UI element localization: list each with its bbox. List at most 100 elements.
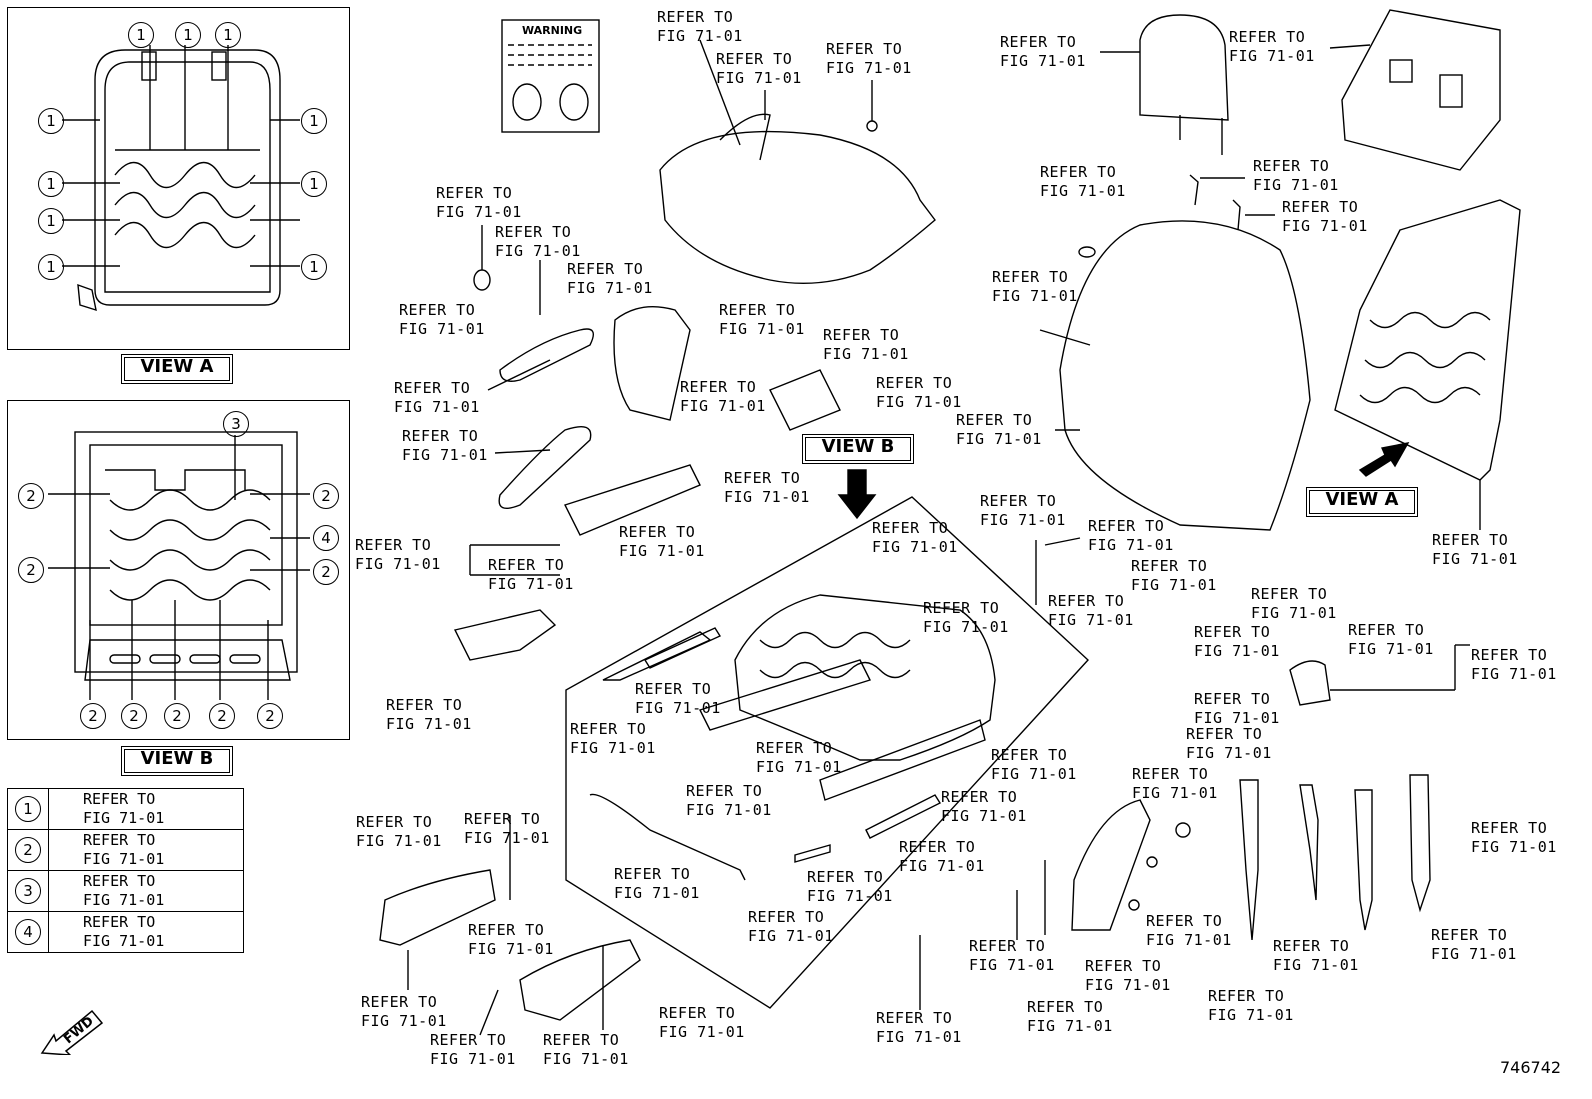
refer-label: REFER TO FIG 71-01 (719, 301, 805, 338)
refer-label: REFER TO FIG 71-01 (1431, 926, 1517, 963)
callout-1: 1 (38, 208, 64, 234)
refer-label: REFER TO FIG 71-01 (1251, 585, 1337, 622)
refer-label: REFER TO FIG 71-01 (1208, 987, 1294, 1024)
seat-track-assembly-outline (565, 496, 1089, 1009)
view-a-pointer-label: VIEW A (1306, 487, 1418, 517)
refer-label: REFER TO FIG 71-01 (436, 184, 522, 221)
refer-label: REFER TO FIG 71-01 (1348, 621, 1434, 658)
callout-2: 2 (18, 557, 44, 583)
callout-3: 3 (223, 411, 249, 437)
callout-2: 2 (18, 483, 44, 509)
fwd-arrow-icon: FWD (40, 1005, 110, 1055)
refer-label: REFER TO FIG 71-01 (1186, 725, 1272, 762)
callout-1: 1 (175, 22, 201, 48)
warning-label-sticker (501, 19, 600, 133)
refer-label: REFER TO FIG 71-01 (619, 523, 705, 560)
view-b-arrow (837, 469, 877, 520)
refer-label: REFER TO FIG 71-01 (355, 536, 441, 573)
callout-1: 1 (38, 171, 64, 197)
refer-label: REFER TO FIG 71-01 (991, 746, 1077, 783)
refer-label: REFER TO FIG 71-01 (876, 374, 962, 411)
seatback-frame-right (1334, 199, 1521, 530)
misc-fasteners (407, 815, 1046, 1036)
refer-label: REFER TO FIG 71-01 (1132, 765, 1218, 802)
callout-2: 2 (313, 559, 339, 585)
refer-label: REFER TO FIG 71-01 (394, 379, 480, 416)
callout-1: 1 (301, 108, 327, 134)
refer-label: REFER TO FIG 71-01 (543, 1031, 629, 1068)
legend-callout: 2 (15, 837, 41, 863)
view-b-caption: VIEW B (121, 746, 233, 776)
refer-label: REFER TO FIG 71-01 (1432, 531, 1518, 568)
headrest-and-seatback (1039, 9, 1501, 531)
refer-label: REFER TO FIG 71-01 (872, 519, 958, 556)
callout-2: 2 (121, 703, 147, 729)
refer-label: REFER TO FIG 71-01 (823, 326, 909, 363)
callout-1: 1 (301, 254, 327, 280)
side-shields-and-knobs (379, 225, 841, 1021)
refer-label: REFER TO FIG 71-01 (686, 782, 772, 819)
view-b-panel: 2 2 2 2 3 4 2 2 2 2 2 (7, 400, 350, 740)
refer-label: REFER TO FIG 71-01 (1027, 998, 1113, 1035)
clips-and-ties (1035, 537, 1470, 941)
refer-label: REFER TO FIG 71-01 (356, 813, 442, 850)
legend-callout: 1 (15, 796, 41, 822)
callout-2: 2 (209, 703, 235, 729)
refer-label: REFER TO FIG 71-01 (430, 1031, 516, 1068)
warning-label-text: WARNING (522, 24, 583, 37)
refer-label: REFER TO FIG 71-01 (969, 937, 1055, 974)
view-a-seatback-frame (77, 49, 281, 312)
refer-label: REFER TO FIG 71-01 (614, 865, 700, 902)
refer-label: REFER TO FIG 71-01 (1273, 937, 1359, 974)
refer-label: REFER TO FIG 71-01 (567, 260, 653, 297)
refer-label: REFER TO FIG 71-01 (1229, 28, 1315, 65)
refer-label: REFER TO FIG 71-01 (495, 223, 581, 260)
view-b-pointer-label: VIEW B (802, 434, 914, 464)
refer-label: REFER TO FIG 71-01 (826, 40, 912, 77)
legend-text: REFER TO FIG 71-01 (48, 870, 244, 912)
refer-label: REFER TO FIG 71-01 (807, 868, 893, 905)
refer-label: REFER TO FIG 71-01 (659, 1004, 745, 1041)
refer-label: REFER TO FIG 71-01 (1088, 517, 1174, 554)
refer-label: REFER TO FIG 71-01 (956, 411, 1042, 448)
refer-label: REFER TO FIG 71-01 (1194, 623, 1280, 660)
callout-1: 1 (38, 108, 64, 134)
legend-text: REFER TO FIG 71-01 (48, 911, 244, 953)
view-a-arrow (1358, 442, 1410, 477)
view-b-leaders (48, 435, 310, 700)
view-a-panel: 1 1 1 1 1 1 1 1 1 1 (7, 7, 350, 350)
view-a-caption: VIEW A (121, 354, 233, 384)
refer-label: REFER TO FIG 71-01 (468, 921, 554, 958)
refer-label: REFER TO FIG 71-01 (488, 556, 574, 593)
refer-label: REFER TO FIG 71-01 (992, 268, 1078, 305)
refer-label: REFER TO FIG 71-01 (980, 492, 1066, 529)
refer-label: REFER TO FIG 71-01 (399, 301, 485, 338)
refer-label: REFER TO FIG 71-01 (1471, 646, 1557, 683)
refer-label: REFER TO FIG 71-01 (1000, 33, 1086, 70)
refer-label: REFER TO FIG 71-01 (724, 469, 810, 506)
refer-label: REFER TO FIG 71-01 (386, 696, 472, 733)
figure-number: 746742 (1500, 1058, 1562, 1077)
refer-label: REFER TO FIG 71-01 (748, 908, 834, 945)
refer-label: REFER TO FIG 71-01 (635, 680, 721, 717)
refer-label: REFER TO FIG 71-01 (361, 993, 447, 1030)
callout-2: 2 (313, 483, 339, 509)
legend-text: REFER TO FIG 71-01 (48, 829, 244, 871)
refer-label: REFER TO FIG 71-01 (923, 599, 1009, 636)
refer-label: REFER TO FIG 71-01 (1253, 157, 1339, 194)
legend-row: 2 REFER TO FIG 71-01 (7, 829, 244, 871)
refer-label: REFER TO FIG 71-01 (570, 720, 656, 757)
refer-label: REFER TO FIG 71-01 (1131, 557, 1217, 594)
refer-label: REFER TO FIG 71-01 (941, 788, 1027, 825)
refer-label: REFER TO FIG 71-01 (1048, 592, 1134, 629)
view-b-cushion-frame (74, 431, 298, 681)
callout-2: 2 (164, 703, 190, 729)
refer-label: REFER TO FIG 71-01 (1194, 690, 1280, 727)
callout-2: 2 (80, 703, 106, 729)
refer-label: REFER TO FIG 71-01 (756, 739, 842, 776)
callout-2: 2 (257, 703, 283, 729)
